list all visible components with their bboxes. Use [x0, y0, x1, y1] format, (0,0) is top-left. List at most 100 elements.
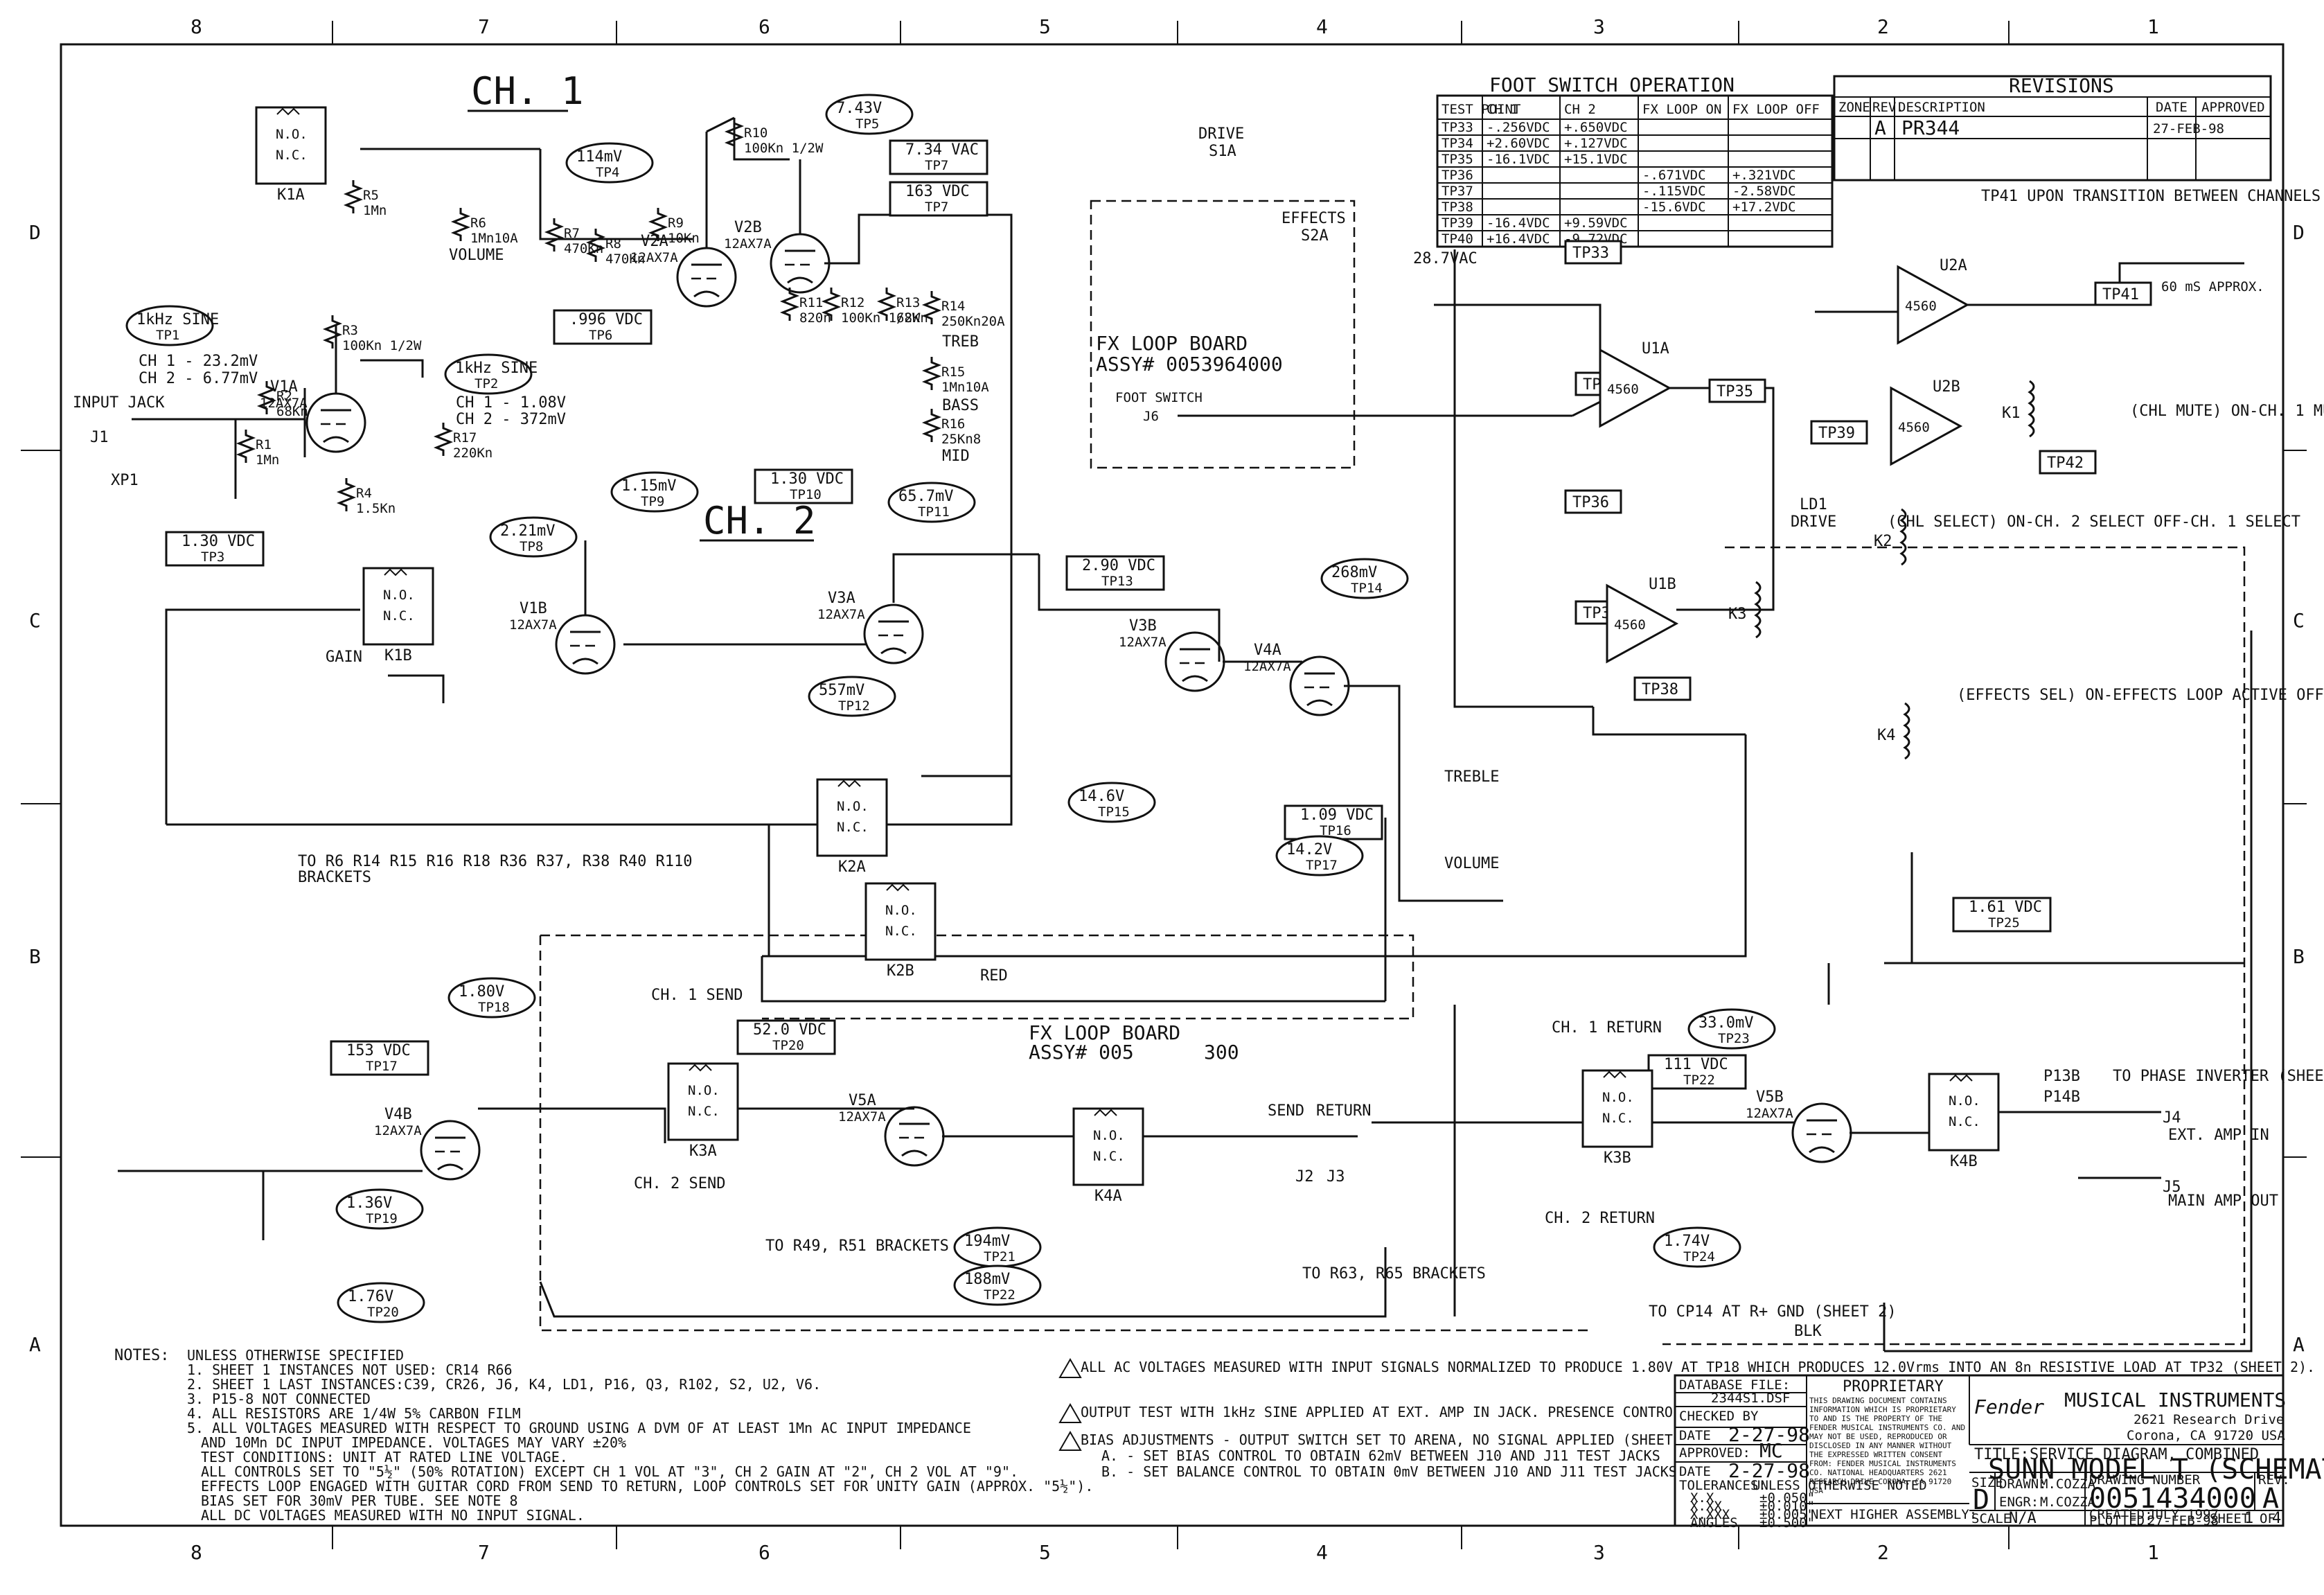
ch1-level: CH 1 - 23.2mV: [139, 353, 258, 370]
test-point-value: 7.43V: [836, 100, 882, 117]
zone-right-A: A: [2293, 1333, 2305, 1356]
effects-label: EFFECTS: [1281, 210, 1346, 227]
fst-cell: +.127VDC: [1564, 136, 1628, 151]
fx-loop-assy2-label: ASSY# 005: [1029, 1041, 1134, 1064]
tube-v4b: [420, 1120, 481, 1181]
note-line: UNLESS OTHERWISE SPECIFIED: [187, 1347, 404, 1364]
fst-cell: -.671VDC: [1642, 168, 1706, 183]
svg-text:N.C.: N.C.: [837, 820, 869, 835]
test-point-value: 52.0 VDC: [753, 1021, 826, 1039]
resistor-r15: [921, 357, 942, 390]
test-point-tag: TP21: [984, 1249, 1015, 1264]
fx-loop-assy-label: ASSY# 0053964000: [1096, 353, 1283, 376]
resistor-ref: R12: [841, 295, 864, 310]
treble-label: TREBLE: [1444, 768, 1499, 786]
fst-cell: TP34: [1442, 136, 1473, 151]
tp-tag: TP42: [2047, 455, 2084, 472]
resistor-r2: [256, 381, 277, 414]
relay-coil-k3: [1754, 581, 1762, 639]
resistor-r8: [585, 229, 606, 262]
checked-by-label: CHECKED BY: [1679, 1409, 1759, 1424]
test-point-value: 1.61 VDC: [1969, 899, 2042, 916]
resistor-ref: R10: [744, 125, 768, 141]
fst-cell: TP38: [1442, 200, 1473, 215]
note-line: AND 10Mn DC INPUT IMPEDANCE. VOLTAGES MA…: [201, 1434, 626, 1451]
sheet-number: 1: [2244, 1510, 2253, 1527]
svg-text:PR344: PR344: [1901, 116, 1960, 139]
tube-v5a: [884, 1106, 945, 1167]
fst-cell: TP36: [1442, 168, 1473, 183]
relay-ref: K2B: [887, 962, 914, 980]
fst-header: FX LOOP ON: [1642, 102, 1721, 117]
resistor-r1: [236, 430, 256, 463]
svg-text:SCALE: SCALE: [1971, 1511, 2011, 1526]
tube-type: 12AX7A: [374, 1123, 422, 1138]
zone-right-D: D: [2293, 221, 2305, 244]
ch2-level: CH 2 - 6.77mV: [139, 370, 258, 387]
tolerance-value: ±0.010": [1759, 1499, 1815, 1514]
test-point-value: 2.90 VDC: [1082, 557, 1155, 574]
resistor-r7: [544, 218, 565, 252]
resistor-ref: R13: [896, 295, 920, 310]
svg-text:SIZE: SIZE: [1971, 1475, 2003, 1490]
test-point-tag: TP22: [1683, 1073, 1715, 1088]
zone-bottom-2: 2: [1877, 1541, 1889, 1564]
test-point-value: 14.6V: [1079, 788, 1124, 805]
relay-coil-k1: [2028, 380, 2035, 438]
zone-right-C: C: [2293, 609, 2305, 632]
resistor-r13: [876, 288, 897, 321]
opamp-part: 4560: [1614, 617, 1646, 633]
red-label: RED: [980, 967, 1008, 985]
zone-top-3: 3: [1593, 15, 1605, 38]
resistor-r10: [724, 118, 745, 151]
tolerance-key: X.XXX: [1690, 1507, 1730, 1522]
resistor-value: 100Kn 1/2W: [744, 141, 824, 156]
database-file-label: DATABASE FILE:: [1679, 1377, 1790, 1393]
fx-loop-board-label: FX LOOP BOARD: [1096, 332, 1248, 355]
rev-value: A: [2262, 1483, 2279, 1515]
fst-cell: -15.6VDC: [1642, 200, 1706, 215]
svg-text:N.O.: N.O.: [885, 903, 917, 918]
test-point-tag: TP7: [925, 158, 948, 173]
drive-label: DRIVE: [1198, 125, 1244, 143]
test-point-value: 7.34 VAC: [905, 141, 979, 159]
zone-left-B: B: [29, 945, 41, 968]
test-point-value: 1.76V: [348, 1288, 393, 1305]
svg-text:REV.: REV.: [1872, 100, 1904, 115]
note-line: 1. SHEET 1 INSTANCES NOT USED: CR14 R66: [187, 1362, 513, 1378]
svg-text:OF: OF: [2260, 1511, 2276, 1526]
ch1-send-label: CH. 1 SEND: [651, 987, 743, 1004]
tube-ref: V3B: [1129, 617, 1157, 635]
svg-text:N.O.: N.O.: [1949, 1093, 1980, 1109]
blk-label: BLK: [1794, 1323, 1822, 1340]
tube-ref: V4A: [1254, 642, 1281, 659]
svg-text:DATE: DATE: [1679, 1464, 1711, 1479]
ch1-out: CH 1 - 1.08V: [456, 394, 566, 412]
resistor-ref: R9: [668, 215, 684, 231]
zone-bottom-3: 3: [1593, 1541, 1605, 1564]
title-line-2: SUNN MODEL T (SCHEMATIC): [1988, 1454, 2324, 1486]
test-point-tag: TP10: [790, 487, 822, 502]
resistor-ref: R15: [941, 364, 965, 380]
svg-text:ZONE: ZONE: [1838, 100, 1870, 115]
relay-k2b: [864, 882, 937, 961]
checked-date: 2-27-98: [1728, 1423, 1810, 1446]
test-point-tag: TP19: [366, 1211, 398, 1226]
svg-text:BIAS ADJUSTMENTS - OUTPUT SWIT: BIAS ADJUSTMENTS - OUTPUT SWITCH SET TO …: [1081, 1431, 1698, 1448]
input-jack-label: INPUT JACK: [73, 394, 165, 412]
svg-text:UNLESS OTHERWISE NOTED: UNLESS OTHERWISE NOTED: [1753, 1478, 1927, 1493]
effects-sel-label: (EFFECTS SEL) ON-EFFECTS LOOP ACTIVE OFF…: [1957, 687, 2324, 704]
approx-label: 60 mS APPROX.: [2161, 279, 2264, 294]
opamp-ref: U1B: [1649, 576, 1676, 593]
test-point-value: 1.36V: [346, 1195, 392, 1212]
svg-text:N.C.: N.C.: [276, 148, 308, 163]
note-line: EFFECTS LOOP ENGAGED WITH GUITAR CORD FR…: [201, 1478, 1093, 1495]
test-point-value: 1.80V: [459, 983, 504, 1001]
ld1-label: LD1: [1800, 496, 1827, 513]
next-assembly-label: NEXT HIGHER ASSEMBLY:: [1811, 1507, 1977, 1522]
svg-text:SHEET: SHEET: [2210, 1511, 2249, 1526]
relay-k4a: [1072, 1107, 1144, 1186]
ch2-send-label: CH. 2 SEND: [634, 1175, 725, 1192]
